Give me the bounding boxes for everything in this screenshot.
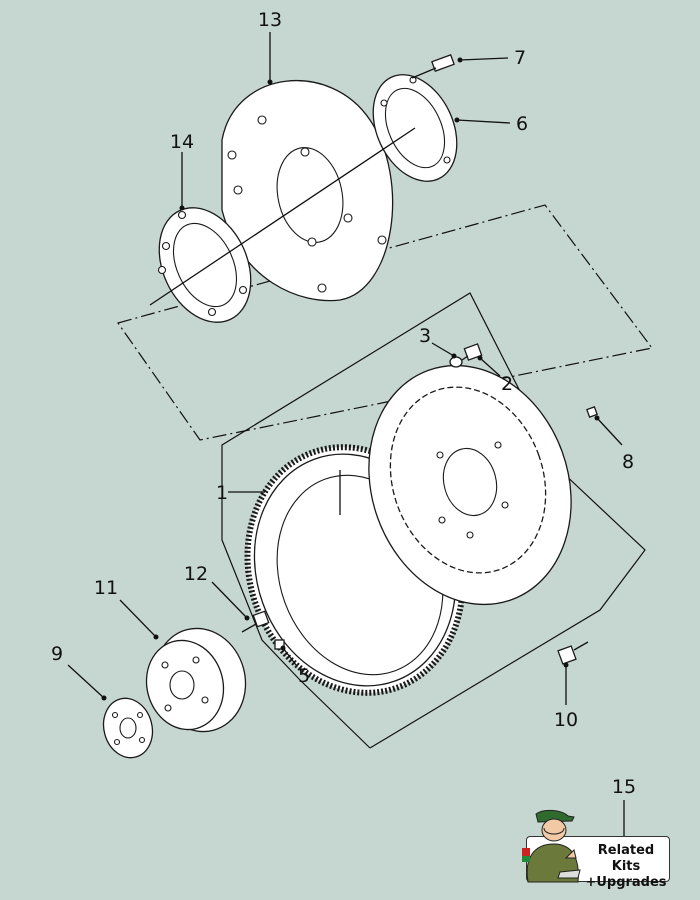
lower-group-outline <box>221 292 646 749</box>
leader-lines <box>67 32 625 836</box>
spacer-ring-part-14[interactable] <box>142 193 269 337</box>
related-kits-label: Related Kits +Upgrades <box>585 843 667 890</box>
callout-14[interactable]: 14 <box>170 131 194 153</box>
hub-part-11[interactable] <box>137 618 257 742</box>
bolt-part-10[interactable] <box>557 641 589 665</box>
drive-plate-assembly[interactable] <box>336 337 604 633</box>
bolt-part-7[interactable] <box>411 54 455 79</box>
washer-part-3[interactable] <box>449 356 463 368</box>
pin-part-5[interactable] <box>274 639 285 650</box>
mechanic-icon <box>522 809 581 883</box>
callout-3[interactable]: 3 <box>419 325 431 347</box>
callout-1[interactable]: 1 <box>216 482 228 504</box>
callout-12[interactable]: 12 <box>184 563 208 585</box>
callout-2[interactable]: 2 <box>501 373 513 395</box>
bolt-part-2[interactable] <box>461 343 483 361</box>
callout-5[interactable]: 5 <box>298 665 310 687</box>
flex-plate-part-13[interactable] <box>221 79 394 302</box>
callout-11[interactable]: 11 <box>94 577 118 599</box>
callout-6[interactable]: 6 <box>516 113 528 135</box>
upper-group-outline <box>117 204 654 441</box>
callout-7[interactable]: 7 <box>514 47 526 69</box>
shim-plate-part-9[interactable] <box>97 693 159 763</box>
dowel-pin-part-8[interactable] <box>586 406 598 418</box>
callout-9[interactable]: 9 <box>51 643 63 665</box>
callout-10[interactable]: 10 <box>554 709 578 731</box>
callout-13[interactable]: 13 <box>258 9 282 31</box>
bolt-part-12[interactable] <box>241 610 270 633</box>
callout-15[interactable]: 15 <box>612 776 636 798</box>
callout-8[interactable]: 8 <box>622 451 634 473</box>
